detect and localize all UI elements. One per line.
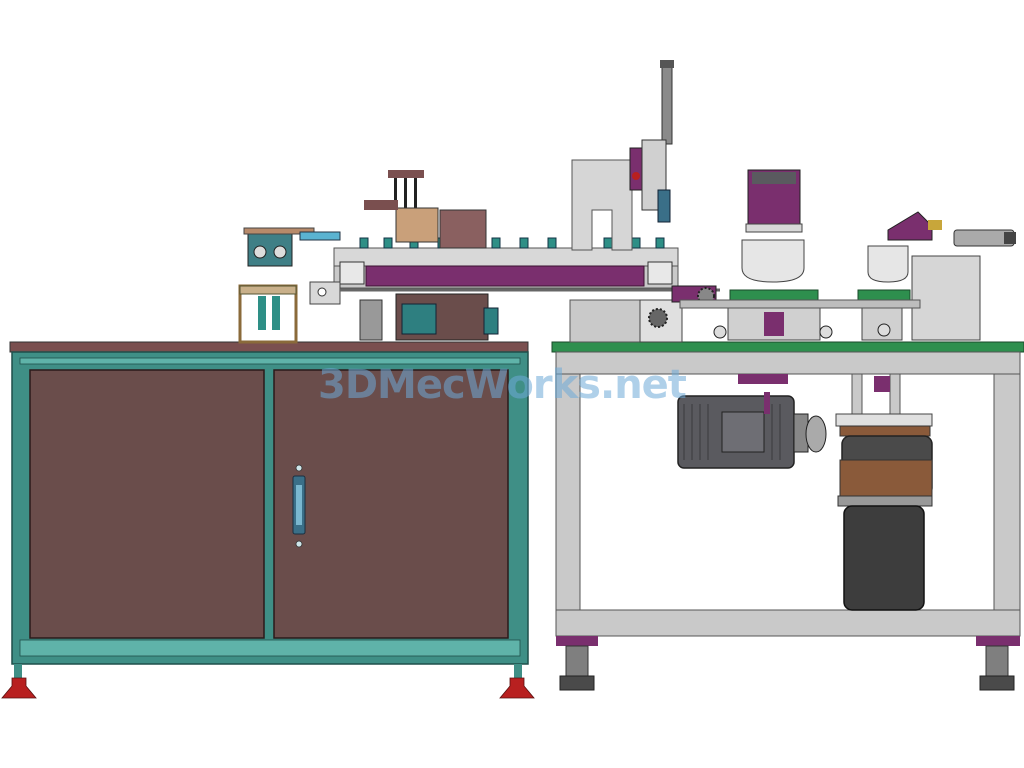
bracket-bolt xyxy=(317,287,327,297)
cabinet-foot-left xyxy=(1,677,37,699)
feeder-plate xyxy=(243,227,315,235)
press-c-frame xyxy=(571,159,633,251)
table-leg-right xyxy=(993,373,1021,637)
conveyor xyxy=(309,170,720,341)
clamp-frame xyxy=(388,170,424,178)
cabinet-inner-rail xyxy=(19,357,521,365)
station1-platform xyxy=(729,289,819,301)
door-lock-top xyxy=(295,464,303,472)
motor-belt-bracket xyxy=(764,392,770,414)
feeder-station xyxy=(238,227,341,344)
press-station xyxy=(569,60,717,343)
table-leg-left xyxy=(555,373,581,637)
conveyor-support-1 xyxy=(359,299,383,341)
press-cylinder-rod xyxy=(661,63,673,145)
clamp-rod-2 xyxy=(404,178,407,210)
conveyor-end-right xyxy=(647,261,673,285)
clamp-side-block xyxy=(439,209,487,249)
table-foot-right-body xyxy=(985,645,1009,677)
station1-bowl xyxy=(741,239,805,283)
clamp-rod-1 xyxy=(394,178,397,210)
spindle-collar xyxy=(874,376,890,392)
spindle-ring-top xyxy=(839,425,931,437)
cabinet-bottom-rail xyxy=(19,639,521,657)
control-bracket xyxy=(887,211,933,241)
control-box-body xyxy=(911,255,981,341)
press-base xyxy=(569,299,641,343)
station2-bowl xyxy=(867,245,909,283)
table-foot-left-body xyxy=(565,645,589,677)
conveyor-belt xyxy=(365,265,645,287)
table-foot-left-base xyxy=(559,675,595,691)
left-cabinet xyxy=(1,341,535,699)
spindle-upper-post-l xyxy=(851,373,863,415)
spindle-ring-mid xyxy=(839,459,933,497)
clamp-rod-3 xyxy=(414,178,417,210)
right-table xyxy=(551,341,1024,691)
press-indicator xyxy=(632,172,640,180)
motor-fins xyxy=(683,404,781,460)
control-yellow-block xyxy=(928,220,942,230)
spin-station-2 xyxy=(857,245,911,341)
conveyor-end-left xyxy=(339,261,365,285)
motor-terminal-box xyxy=(721,411,765,453)
table-bottom-rail xyxy=(555,609,1021,637)
sprocket-icon xyxy=(648,308,668,328)
table-foot-right-base xyxy=(979,675,1015,691)
gear-icon xyxy=(253,245,267,259)
feeder-cross xyxy=(239,285,297,295)
control-cylinder-tip xyxy=(1004,232,1016,244)
station1-wheel-r xyxy=(819,325,833,339)
clamp-head xyxy=(395,207,439,243)
door-handle-grip xyxy=(296,485,302,525)
conveyor-plate xyxy=(333,247,679,267)
control-box xyxy=(887,211,1016,341)
clamp-arm xyxy=(364,200,398,210)
motor-pulley xyxy=(805,415,827,453)
press-tool xyxy=(657,189,671,223)
conveyor-drive-motor xyxy=(401,303,437,335)
station1-wheel-l xyxy=(713,325,727,339)
station1-cap xyxy=(752,172,796,184)
feeder-cylinder-r xyxy=(272,296,280,330)
cabinet-door-left xyxy=(29,369,265,639)
motor-icon xyxy=(677,374,827,469)
cabinet-leg-left xyxy=(14,664,22,678)
table-top xyxy=(551,341,1024,353)
door-lock-bottom xyxy=(295,540,303,548)
station1-center xyxy=(764,312,784,336)
cabinet-leg-right xyxy=(514,664,522,678)
station2-platform xyxy=(857,289,911,301)
spindle-ring-base xyxy=(837,495,933,507)
cabinet-door-right xyxy=(273,369,509,639)
feeder-wheel-r xyxy=(273,245,287,259)
spindle-plate xyxy=(835,413,933,427)
cylinder-icon xyxy=(835,373,933,611)
station1-plate xyxy=(745,223,803,233)
feeder-arm xyxy=(299,231,341,241)
table-pad-left xyxy=(556,636,598,646)
table-pad-right xyxy=(976,636,1020,646)
station2-wheel xyxy=(877,323,891,337)
motor-mount xyxy=(738,374,788,384)
table-crossbar xyxy=(679,299,921,309)
feeder-cylinder-l xyxy=(258,296,266,330)
spindle-lower-body xyxy=(843,505,925,611)
spindle-upper-post-r xyxy=(889,373,901,415)
press-cylinder-top xyxy=(660,60,674,68)
cabinet-foot-right xyxy=(499,677,535,699)
table-apron xyxy=(555,351,1021,375)
spin-station-1 xyxy=(713,169,833,341)
conveyor-drive-extra xyxy=(483,307,499,335)
